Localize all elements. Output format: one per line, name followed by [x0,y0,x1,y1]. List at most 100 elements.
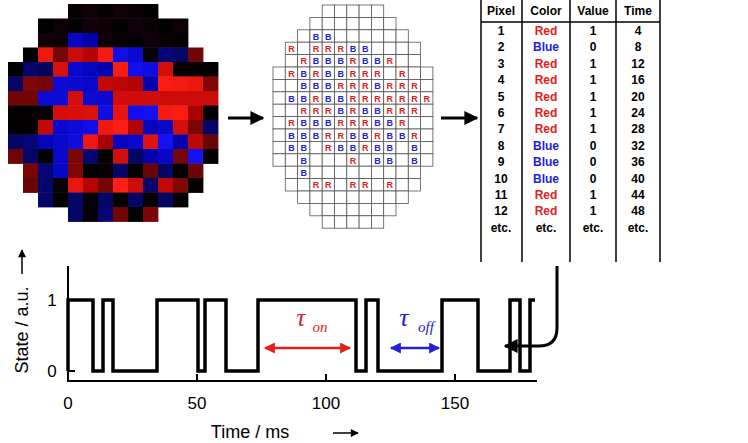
grid-cell [285,179,297,191]
grid-cell [310,141,322,153]
grid-cell [371,30,383,42]
pixel-color-letter: R [411,106,418,115]
pixel-grid [273,5,433,228]
pixel [143,193,158,208]
grid-cell [335,42,347,54]
pixel [8,135,23,150]
pixel [38,62,53,77]
pixel-color-letter: B [374,106,381,115]
table-cell: 4 [498,74,505,86]
table-cell: 8 [498,140,505,152]
grid-cell [384,141,396,153]
pixel [8,62,23,77]
pixel [128,193,143,208]
pixel [53,48,68,63]
grid-cell [421,129,433,141]
pixel-color-letter: R [411,131,418,140]
pixel [38,193,53,208]
pixel [38,164,53,179]
pixel-color-letter: R [399,119,406,128]
pixel [98,106,113,121]
pixel [53,106,68,121]
table-cell: 2 [498,41,505,53]
pixel [128,135,143,150]
grid-cell [371,216,383,228]
grid-cell [298,141,310,153]
pixel-color-letter: R [313,94,320,103]
pixel-color-letter: B [374,144,381,153]
pixel-color-letter: B [325,82,332,91]
grid-cell [359,216,371,228]
pixel [143,48,158,63]
grid-cell [371,179,383,191]
grid-cell [285,79,297,91]
pixel [158,149,173,164]
pixel [128,77,143,92]
chart [22,250,537,433]
pixel [98,149,113,164]
pixel [53,149,68,164]
grid-cell [310,17,322,29]
pixel [173,164,188,179]
table-cell: etc. [536,222,557,234]
pixel [38,178,53,193]
pixel [113,19,128,34]
pixel-color-letter: B [337,144,344,153]
grid-cell [359,117,371,129]
pixel [83,77,98,92]
pixel-color-letter: R [374,69,381,78]
table-cell: Blue [533,140,559,152]
pixel [143,207,158,222]
grid-cell [285,117,297,129]
pixel-color-letter: R [337,82,344,91]
grid-cell [335,92,347,104]
tick-label: 1 [47,292,56,309]
pixel [38,77,53,92]
grid-cell [310,92,322,104]
grid-cell [359,179,371,191]
pixel-color-letter: B [362,106,369,115]
table-header: Pixel [487,5,515,17]
pixel [143,62,158,77]
table-cell: Blue [533,156,559,168]
flow-arrow [228,117,263,120]
pixel [158,120,173,135]
pixel-color-letter: B [337,106,344,115]
pixel [8,149,23,164]
pixel [128,91,143,106]
grid-cell [359,92,371,104]
table-cell: 1 [590,91,597,103]
pixel-color-letter: R [387,57,394,66]
pixel [158,19,173,34]
grid-cell [396,191,408,203]
pixel-color-letter: R [337,131,344,140]
pixel [188,106,203,121]
table-cell: Red [535,25,558,37]
table-cell: 0 [590,140,597,152]
pixel [113,164,128,179]
pixel [143,19,158,34]
pixel-color-letter: R [337,119,344,128]
pixel [53,33,68,48]
pixel [188,77,203,92]
pixel [188,62,203,77]
grid-cell [347,191,359,203]
pixel [83,33,98,48]
table-cell: 0 [590,41,597,53]
pixel-color-letter: B [288,144,295,153]
grid-cell [384,179,396,191]
grid-cell [322,5,334,17]
table-cell: 0 [590,173,597,185]
pixel-image [8,4,218,222]
pixel [38,120,53,135]
pixel [113,33,128,48]
pixel [173,149,188,164]
grid-cell [371,117,383,129]
pixel [68,91,83,106]
pixel [53,77,68,92]
grid-cell [347,141,359,153]
table-cell: 24 [631,107,644,119]
pixel [158,33,173,48]
pixel [113,62,128,77]
